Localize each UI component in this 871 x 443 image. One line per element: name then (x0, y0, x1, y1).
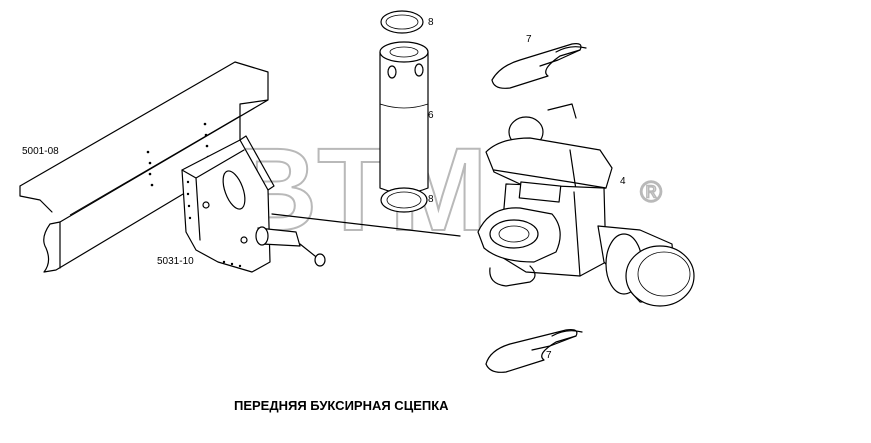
callout-hook-body: 4 (620, 176, 626, 187)
cotter-pin-bottom (485, 329, 583, 373)
callout-ring-top: 8 (428, 17, 434, 28)
bracket-holes (186, 180, 242, 268)
pin (379, 41, 429, 194)
ring-top (380, 10, 424, 34)
callout-cotter-top: 7 (526, 34, 532, 45)
ring-bottom (380, 187, 428, 213)
towing-hook-body (477, 103, 695, 307)
callout-cotter-bottom: 7 (546, 350, 552, 361)
watermark-registered-mark: ® (640, 176, 662, 209)
frame-rail (19, 61, 269, 273)
callout-pin: 6 (428, 110, 434, 121)
callout-bracket: 5031-10 (157, 256, 194, 267)
callout-ring-bottom: 8 (428, 194, 434, 205)
mounting-bracket (181, 135, 461, 273)
callout-frame: 5001-08 (22, 146, 59, 157)
diagram-title: ПЕРЕДНЯЯ БУКСИРНАЯ СЦЕПКА (234, 398, 449, 413)
callouts: 8 6 8 7 4 7 5001-08 5031-10 (22, 17, 626, 361)
cotter-pin-top (491, 43, 587, 89)
